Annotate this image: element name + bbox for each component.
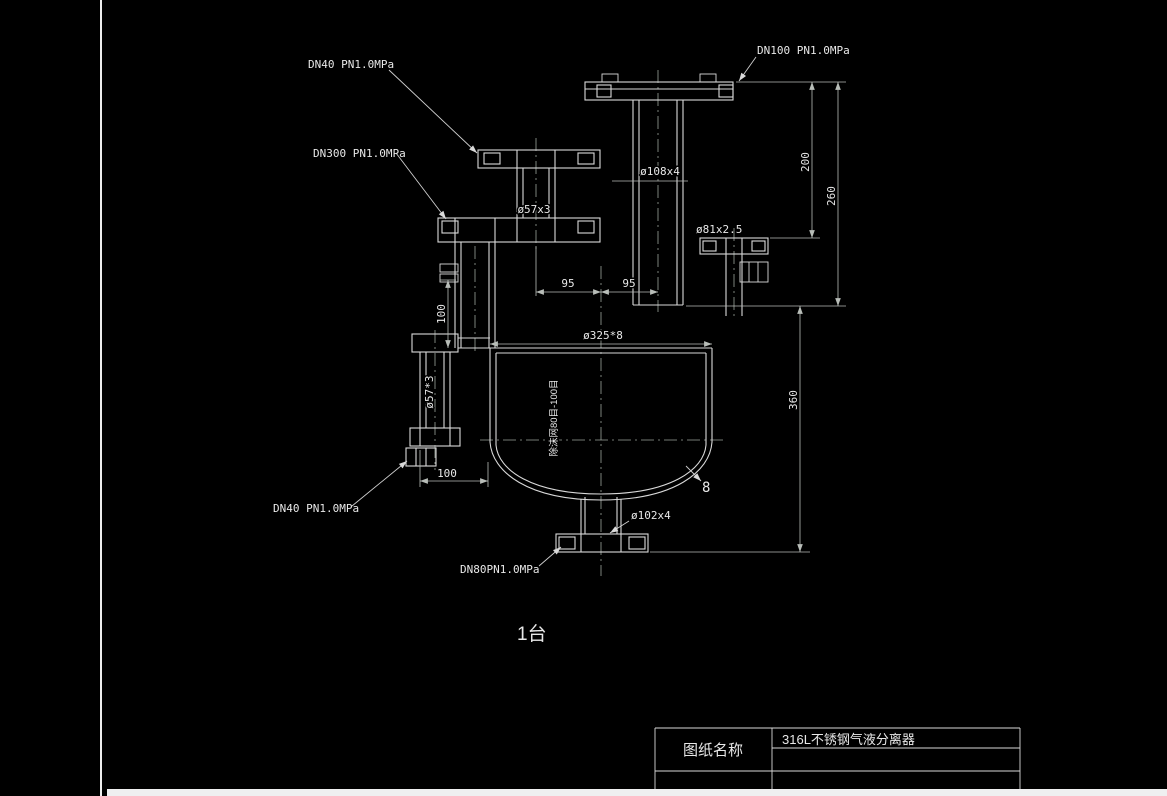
- dim-side-pipe: ø57*3: [423, 375, 436, 408]
- dimension-lines: [419, 81, 846, 553]
- title-block-value: 316L不锈钢气液分离器: [782, 732, 915, 747]
- vessel-shell: [489, 347, 713, 501]
- nozzle-top-center: [584, 73, 734, 306]
- dim-200: 200: [799, 152, 812, 172]
- nozzle-side-left: [405, 333, 490, 467]
- dim-95-right: 95: [622, 277, 635, 290]
- callout-labels: DN40 PN1.0MPa DN100 PN1.0MPa DN300 PN1.0…: [273, 44, 850, 576]
- title-block-label: 图纸名称: [683, 742, 743, 759]
- label-dn100-top: DN100 PN1.0MPa: [757, 44, 850, 57]
- demister-note: 除沫网80目-100目: [548, 379, 560, 456]
- label-dn80-bottom: DN80PN1.0MPa: [460, 563, 539, 576]
- center-lines: [434, 70, 735, 576]
- dim-pipe-top-center: ø108x4: [640, 165, 680, 178]
- label-dn40-top: DN40 PN1.0MPa: [308, 58, 394, 71]
- annotations: 除沫网80目-100目 1台: [517, 378, 562, 645]
- dim-pipe-bottom: ø102x4: [631, 509, 671, 522]
- dimension-labels: ø108x4 ø57x3 ø81x2.5 200 260 95 95 100 ø…: [422, 152, 839, 522]
- nozzle-top-left: [437, 149, 601, 348]
- dim-100-vertical: 100: [435, 304, 448, 324]
- dim-100-horizontal: 100: [437, 467, 457, 480]
- dim-pipe-top-left: ø57x3: [517, 203, 550, 216]
- leader-lines: [351, 56, 757, 567]
- dim-260: 260: [825, 186, 838, 206]
- dim-pipe-top-right: ø81x2.5: [696, 223, 742, 236]
- title-block: 图纸名称 316L不锈钢气液分离器: [654, 727, 1021, 789]
- quantity-note: 1台: [517, 623, 547, 645]
- dim-shell: ø325*8: [583, 329, 623, 342]
- label-dn300-top: DN300 PN1.0MPa: [313, 147, 406, 160]
- dim-head-thickness: 8: [702, 480, 710, 496]
- dim-95-left: 95: [561, 277, 574, 290]
- nozzle-bottom: [555, 497, 649, 553]
- label-dn40-side: DN40 PN1.0MPa: [273, 502, 359, 515]
- dim-360: 360: [787, 390, 800, 410]
- nozzle-top-right: [699, 237, 769, 316]
- sheet-frame: [100, 0, 1167, 796]
